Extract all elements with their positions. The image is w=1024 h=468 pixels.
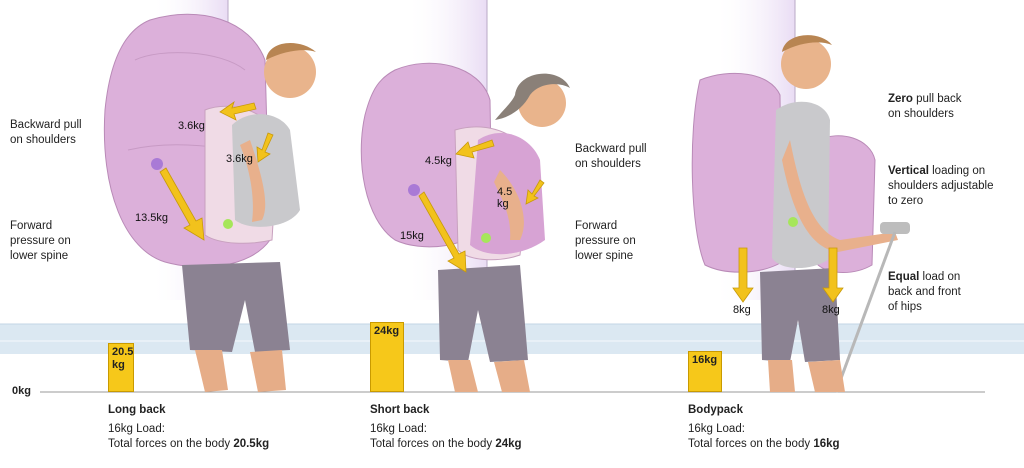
arrow-bodypack-front <box>822 247 844 303</box>
caption-load: 16kg Load: <box>688 423 745 435</box>
weight-3a: 8kg <box>733 304 751 316</box>
arrow-long-shoulder <box>219 100 257 121</box>
note-vertical-loading: Vertical loading on shoulders adjustable… <box>888 165 994 207</box>
caption-title: Bodypack <box>688 404 743 416</box>
figure-short-back <box>360 62 570 392</box>
weight-2b: 4.5 kg <box>497 186 513 210</box>
note-equal-load: Equal load on back and front of hips <box>888 271 961 313</box>
arrow-bodypack-back <box>732 247 754 303</box>
weight-2a: 4.5kg <box>425 155 452 167</box>
caption-title: Short back <box>370 404 430 416</box>
weight-1c: 13.5kg <box>135 212 169 224</box>
arrow-long-shoulder2 <box>256 132 274 163</box>
caption-total: Total forces on the body 16kg <box>688 438 840 450</box>
weight-1b: 3.6kg <box>226 153 253 165</box>
label-backward-pull-1: Backward pull on shoulders <box>10 119 82 146</box>
bar-bodypack: 16kg <box>688 351 722 392</box>
caption-title: Long back <box>108 404 166 416</box>
caption-total: Total forces on the body 24kg <box>370 438 522 450</box>
caption-total: Total forces on the body 20.5kg <box>108 438 270 450</box>
arrow-short-back <box>418 191 467 273</box>
caption-long-back: Long back 16kg Load: Total forces on the… <box>108 403 269 452</box>
weight-1a: 3.6kg <box>178 120 205 132</box>
arrow-long-back <box>159 167 205 241</box>
note-zero-pull: Zero pull back on shoulders <box>888 93 962 120</box>
figure-bodypack <box>691 35 910 393</box>
label-forward-pressure-1: Forward pressure on lower spine <box>10 220 71 262</box>
arrow-short-shoulder2 <box>525 179 545 205</box>
caption-short-back: Short back 16kg Load: Total forces on th… <box>370 403 522 452</box>
axis-zero-label: 0kg <box>12 385 31 397</box>
weight-2c: 15kg <box>400 230 424 242</box>
arrow-short-shoulder <box>455 139 495 159</box>
label-backward-pull-2: Backward pull on shoulders <box>575 143 647 170</box>
weight-3b: 8kg <box>822 304 840 316</box>
figure-long-back <box>103 13 316 392</box>
bar-short-back: 24kg <box>370 322 404 392</box>
caption-load: 16kg Load: <box>370 423 427 435</box>
caption-load: 16kg Load: <box>108 423 165 435</box>
label-forward-pressure-2: Forward pressure on lower spine <box>575 220 636 262</box>
bar-long-back: 20.5 kg <box>108 343 134 392</box>
caption-bodypack: Bodypack 16kg Load: Total forces on the … <box>688 403 840 452</box>
force-arrows <box>159 100 844 303</box>
